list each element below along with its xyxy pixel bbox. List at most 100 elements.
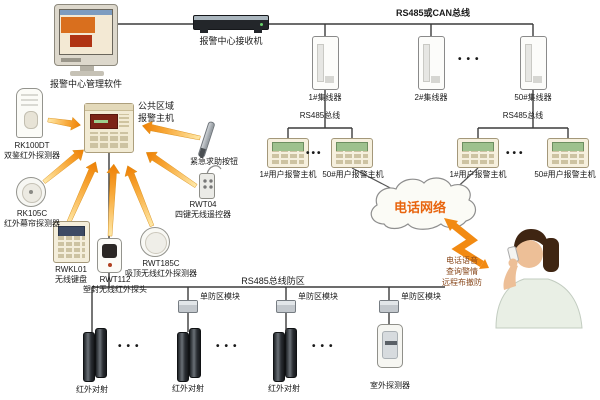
hub-pad xyxy=(533,76,542,83)
top-bus-label: RS485或CAN总线 xyxy=(395,8,471,18)
public-host-label: 公共区域 报警主机 xyxy=(138,101,175,123)
signal-arrows xyxy=(42,116,201,237)
hub-1-label: 1#集线器 xyxy=(308,93,342,102)
rwt185c-label: RWT185C 吸顶无线红外探测器 xyxy=(125,259,197,279)
remote-strap xyxy=(206,165,222,175)
rwt04-remote xyxy=(199,173,215,199)
detector-dot xyxy=(29,190,33,194)
ceiling-ring xyxy=(145,232,167,254)
keypad-keys xyxy=(336,151,368,164)
detector-ridges xyxy=(21,94,38,107)
hub-ellipsis: ••• xyxy=(458,54,484,65)
detector-lens xyxy=(24,111,38,129)
monitor-base xyxy=(70,71,104,76)
hub-pad xyxy=(431,76,440,83)
zone-ellipsis: ••• xyxy=(312,341,338,352)
module-top xyxy=(179,301,197,305)
ir-beam-label-1: 红外对射 xyxy=(76,385,108,394)
rwt112-label: RWT112 塑封无线红外探头 xyxy=(83,275,147,295)
ir-beam-tower xyxy=(177,332,189,382)
keypad-keys xyxy=(552,151,584,164)
ir-beam-tower xyxy=(285,328,297,378)
hub-50 xyxy=(520,36,547,90)
outdoor-detector-label: 室外探测器 xyxy=(370,381,410,390)
public-area-host xyxy=(84,103,134,153)
phone-network-label: 电话网络 xyxy=(393,200,446,215)
pir-lens xyxy=(102,244,117,258)
user-host-left-1 xyxy=(267,138,309,168)
power-led-icon xyxy=(260,23,263,26)
zigzag-arrow xyxy=(444,218,489,269)
module-top xyxy=(380,301,398,305)
hub-2 xyxy=(418,36,445,90)
hub-vent xyxy=(317,44,324,82)
user-host-left-1-label: 1#用户报警主机 xyxy=(259,170,317,179)
hub-50-label: 50#集线器 xyxy=(514,93,552,102)
rwkl01-keyboard xyxy=(53,221,90,263)
user-host-right-1 xyxy=(457,138,499,168)
rk105c-detector xyxy=(16,177,46,207)
rk100dt-detector xyxy=(16,88,43,138)
phone-user-photo xyxy=(495,229,583,329)
zone-module-1 xyxy=(178,300,198,313)
keypad-keys xyxy=(462,151,494,164)
hub-vent xyxy=(525,44,532,82)
host-display xyxy=(90,114,118,129)
receiver-foot xyxy=(254,29,262,33)
rwt185c-detector xyxy=(140,227,170,257)
zone-module-2 xyxy=(276,300,296,313)
module-top xyxy=(277,301,295,305)
alarm-center-receiver xyxy=(193,15,269,33)
keyboard-keys xyxy=(58,236,85,258)
zone-ellipsis: ••• xyxy=(216,341,242,352)
zone-bus-label: RS485总线防区 xyxy=(241,276,305,286)
ir-beam-tower xyxy=(95,328,107,378)
ir-beam-label-2: 红外对射 xyxy=(172,384,204,393)
zone-module-1-label: 单防区模块 xyxy=(200,292,240,301)
ir-beam-tower xyxy=(273,332,285,382)
user-host-left-50 xyxy=(331,138,373,168)
emergency-button-label: 紧急求助按钮 xyxy=(190,157,238,166)
user-host-right-1-label: 1#用户报警主机 xyxy=(449,170,507,179)
receiver-label: 报警中心接收机 xyxy=(199,36,263,46)
phone-network-cloud xyxy=(370,177,476,230)
monitor-stand xyxy=(80,66,94,72)
rk105c-label: RK105C 红外幕帘探测器 xyxy=(4,209,60,229)
ir-beam-tower xyxy=(189,328,201,378)
zone-ellipsis: ••• xyxy=(118,341,144,352)
pir-led-icon xyxy=(108,263,112,267)
rwkl01-label: RWKL01 无线键盘 xyxy=(55,265,87,285)
host-display-line xyxy=(94,120,108,123)
host-speaker-icon xyxy=(119,114,129,127)
detector-slot xyxy=(385,341,397,345)
ir-beam-tower xyxy=(83,332,95,382)
crt-monitor xyxy=(54,4,118,66)
receiver-foot xyxy=(200,29,208,33)
rs485-left-label: RS485总线 xyxy=(299,111,341,120)
management-software-screen xyxy=(59,9,113,55)
hub-vent xyxy=(423,44,430,82)
user-host-left-50-label: 50#用户报警主机 xyxy=(322,170,384,179)
keypad-keys xyxy=(272,151,304,164)
hub-1 xyxy=(312,36,339,90)
host-keys xyxy=(90,132,128,148)
hub-pad xyxy=(325,76,334,83)
monitor-label: 报警中心管理软件 xyxy=(49,79,122,89)
rwt112-detector xyxy=(97,238,122,273)
detector-front xyxy=(382,331,398,359)
zone-module-2-label: 单防区模块 xyxy=(298,292,338,301)
user-host-right-50 xyxy=(547,138,589,168)
zone-module-3 xyxy=(379,300,399,313)
hub-2-label: 2#集线器 xyxy=(414,93,448,102)
user-host-right-50-label: 50#用户报警主机 xyxy=(534,170,596,179)
phone-user-caption: 电话语音 查询警情 远程布撤防 xyxy=(442,256,482,287)
rwt04-label: RWT04 四键无线遥控器 xyxy=(175,200,231,220)
ir-beam-label-3: 红外对射 xyxy=(268,384,300,393)
host-left-ellipsis: ••• xyxy=(306,148,323,159)
remote-buttons-icon xyxy=(203,179,213,189)
rk100dt-label: RK100DT 双鉴红外探测器 xyxy=(4,141,60,161)
rs485-right-label: RS485总线 xyxy=(502,111,544,120)
monitor-buttons xyxy=(61,58,81,62)
